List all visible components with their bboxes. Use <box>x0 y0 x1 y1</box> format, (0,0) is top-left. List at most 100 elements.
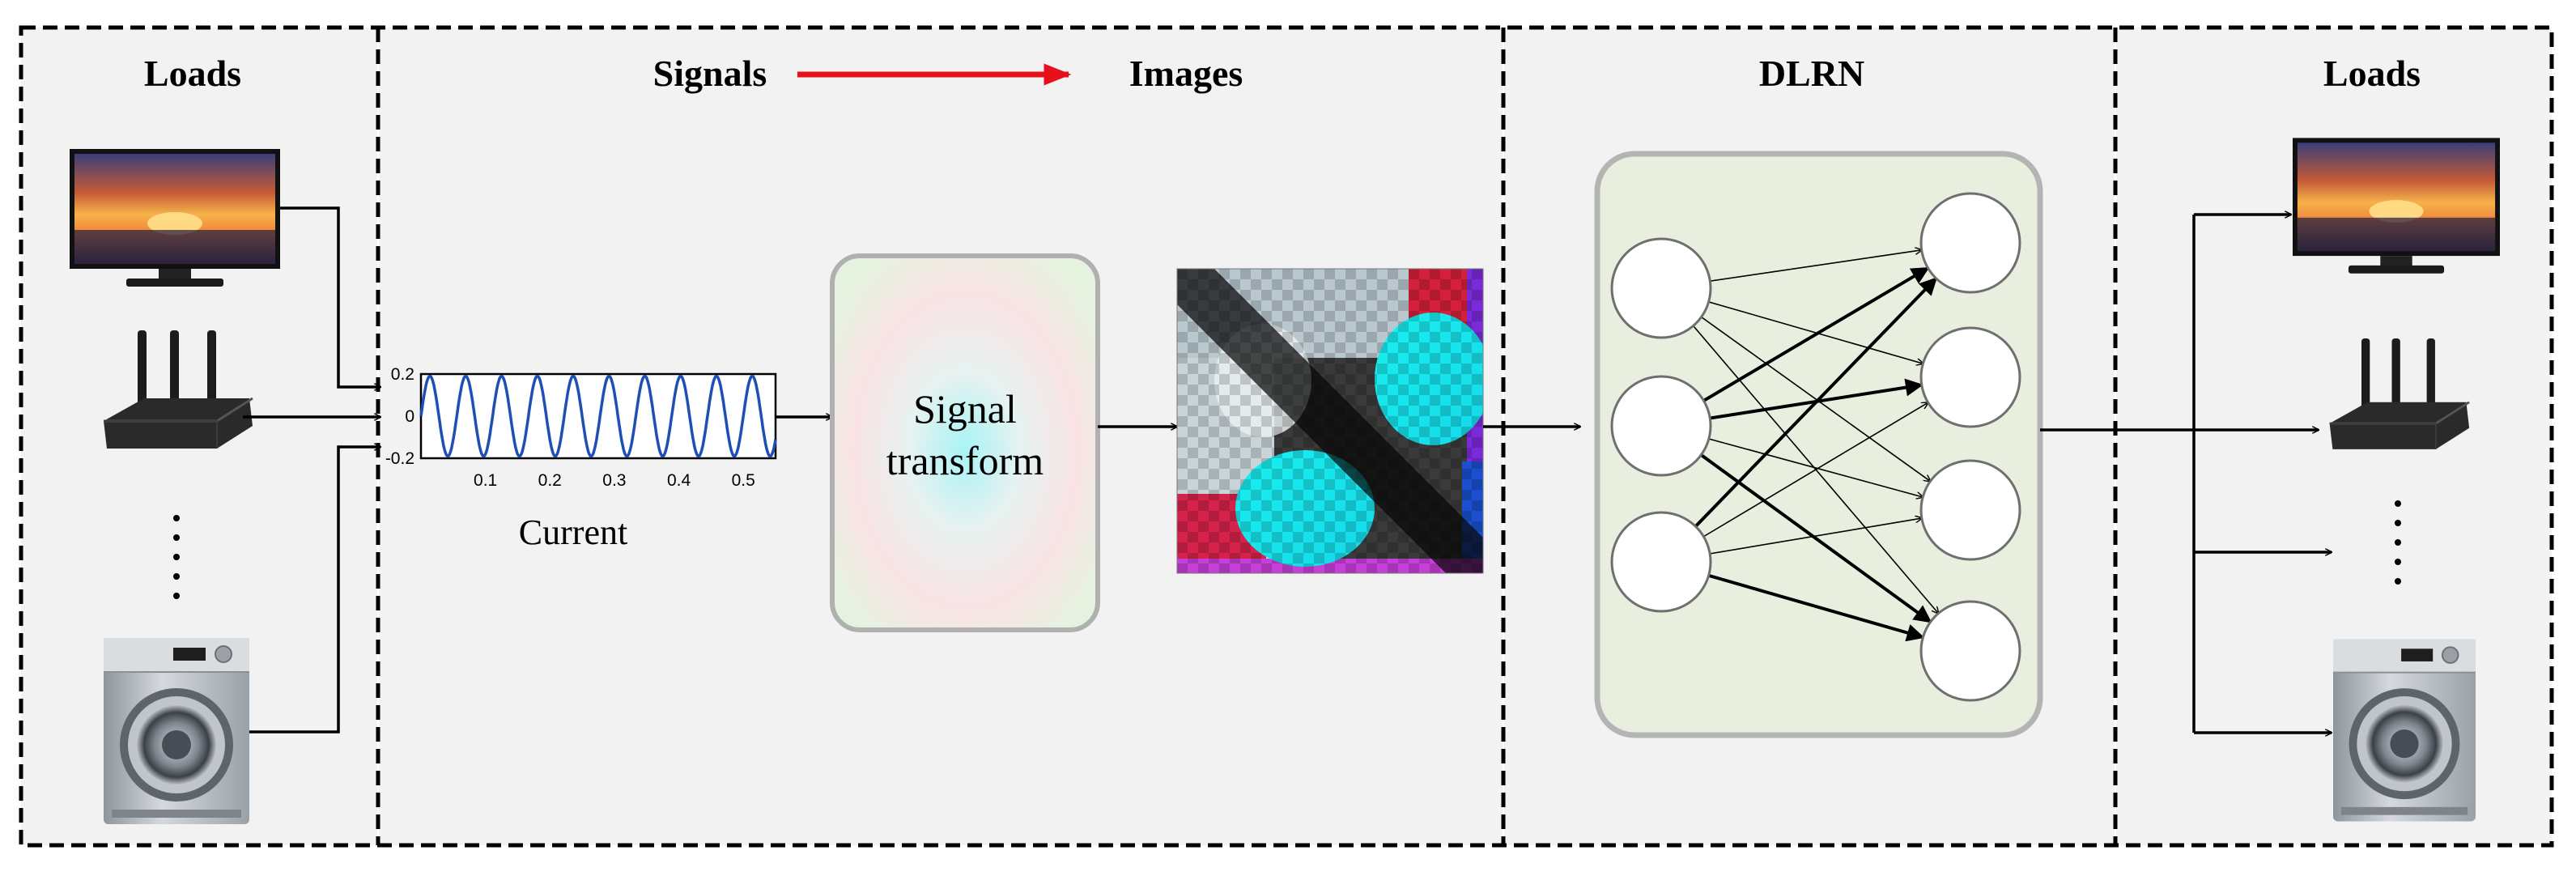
image-texture-cell <box>1356 553 1367 563</box>
image-texture-cell <box>1461 321 1472 332</box>
image-texture-cell <box>1261 542 1272 553</box>
waveform-line <box>419 374 777 458</box>
x-tick-label: 0.2 <box>538 471 562 490</box>
image-texture-cell <box>1388 374 1398 385</box>
image-texture-cell <box>1219 521 1230 532</box>
image-texture-cell <box>1324 542 1335 553</box>
ellipsis-dots-in <box>173 515 180 599</box>
image-texture-cell <box>1388 290 1398 300</box>
image-texture-cell <box>1282 311 1293 321</box>
x-tick-label: 0.1 <box>474 471 497 490</box>
image-texture-cell <box>1240 269 1251 279</box>
image-texture-cell <box>1324 563 1335 573</box>
image-texture-cell <box>1451 269 1461 279</box>
image-texture-cell <box>1272 532 1282 542</box>
image-texture-cell <box>1430 563 1440 573</box>
image-texture-cell <box>1240 395 1251 406</box>
image-texture-cell <box>1461 342 1472 353</box>
image-texture-cell <box>1472 374 1482 385</box>
image-texture-cell <box>1345 290 1356 300</box>
image-texture-cell <box>1377 364 1388 374</box>
image-texture-cell <box>1398 385 1409 395</box>
image-texture-cell <box>1251 406 1261 416</box>
image-texture-cell <box>1335 532 1345 542</box>
image-texture-cell <box>1293 300 1303 311</box>
image-texture-cell <box>1209 511 1219 521</box>
image-texture-cell <box>1345 542 1356 553</box>
image-texture-cell <box>1356 300 1367 311</box>
image-texture-cell <box>1345 311 1356 321</box>
image-texture-cell <box>1314 511 1324 521</box>
image-texture-cell <box>1198 542 1209 553</box>
image-texture-cell <box>1198 500 1209 511</box>
image-texture-cell <box>1188 406 1198 416</box>
output-loads <box>2293 138 2500 823</box>
title-images: Images <box>1129 53 1243 94</box>
network-edge <box>1660 424 1932 623</box>
network-edge <box>1660 287 1930 481</box>
image-texture-cell <box>1430 416 1440 427</box>
image-texture-cell <box>1230 553 1240 563</box>
image-texture-cell <box>1430 269 1440 279</box>
image-texture-cell <box>1430 353 1440 364</box>
image-texture-cell <box>1272 511 1282 521</box>
image-texture-cell <box>1472 395 1482 406</box>
image-texture-cell <box>1451 332 1461 342</box>
title-signals: Signals <box>653 53 767 94</box>
image-texture-cell <box>1335 490 1345 500</box>
image-texture-cell <box>1251 385 1261 395</box>
ellipsis-dots-out <box>2395 500 2401 585</box>
image-texture-cell <box>1293 427 1303 437</box>
image-texture-cell <box>1440 279 1451 290</box>
image-texture-cell <box>1388 542 1398 553</box>
image-texture-cell <box>1461 427 1472 437</box>
image-texture-cell <box>1219 542 1230 553</box>
image-texture-cell <box>1472 416 1482 427</box>
image-texture-cell <box>1367 332 1377 342</box>
image-texture-cell <box>1282 542 1293 553</box>
image-texture-cell <box>1282 500 1293 511</box>
image-texture-cell <box>1209 427 1219 437</box>
x-tick-label: 0.5 <box>732 471 755 490</box>
image-texture-cell <box>1314 342 1324 353</box>
image-texture-cell <box>1293 553 1303 563</box>
image-texture-cell <box>1314 553 1324 563</box>
image-texture-cell <box>1472 479 1482 490</box>
image-texture-cell <box>1198 416 1209 427</box>
image-texture-cell <box>1409 269 1419 279</box>
image-texture-cell <box>1230 427 1240 437</box>
image-texture-cell <box>1303 458 1314 469</box>
transform-box <box>830 253 1100 632</box>
title-dlrn: DLRN <box>1759 53 1864 94</box>
image-texture-cell <box>1472 290 1482 300</box>
image-texture-cell <box>1240 374 1251 385</box>
image-texture-cell <box>1451 353 1461 364</box>
image-texture-cell <box>1219 500 1230 511</box>
image-texture-cell <box>1188 321 1198 332</box>
image-texture-cell <box>1209 385 1219 395</box>
image-texture-cell <box>1230 469 1240 479</box>
image-texture-cell <box>1314 321 1324 332</box>
image-texture-cell <box>1430 311 1440 321</box>
image-texture-cell <box>1419 448 1430 458</box>
image-texture-cell <box>1303 542 1314 553</box>
image-texture-cell <box>1451 311 1461 321</box>
image-texture-cell <box>1345 374 1356 385</box>
image-texture-cell <box>1451 374 1461 385</box>
image-texture-cell <box>1261 458 1272 469</box>
image-texture-cell <box>1324 500 1335 511</box>
image-texture-cell <box>1461 490 1472 500</box>
image-texture-cell <box>1345 479 1356 490</box>
image-texture-cell <box>1461 406 1472 416</box>
image-texture-cell <box>1377 385 1388 395</box>
image-texture-cell <box>1251 511 1261 521</box>
output-wiring <box>2040 215 2332 733</box>
image-texture-cell <box>1293 279 1303 290</box>
image-texture-cell <box>1440 321 1451 332</box>
image-texture-cell <box>1219 353 1230 364</box>
image-texture-cell <box>1409 416 1419 427</box>
image-texture-cell <box>1261 521 1272 532</box>
image-texture-cell <box>1419 385 1430 395</box>
image-texture-cell <box>1388 353 1398 364</box>
